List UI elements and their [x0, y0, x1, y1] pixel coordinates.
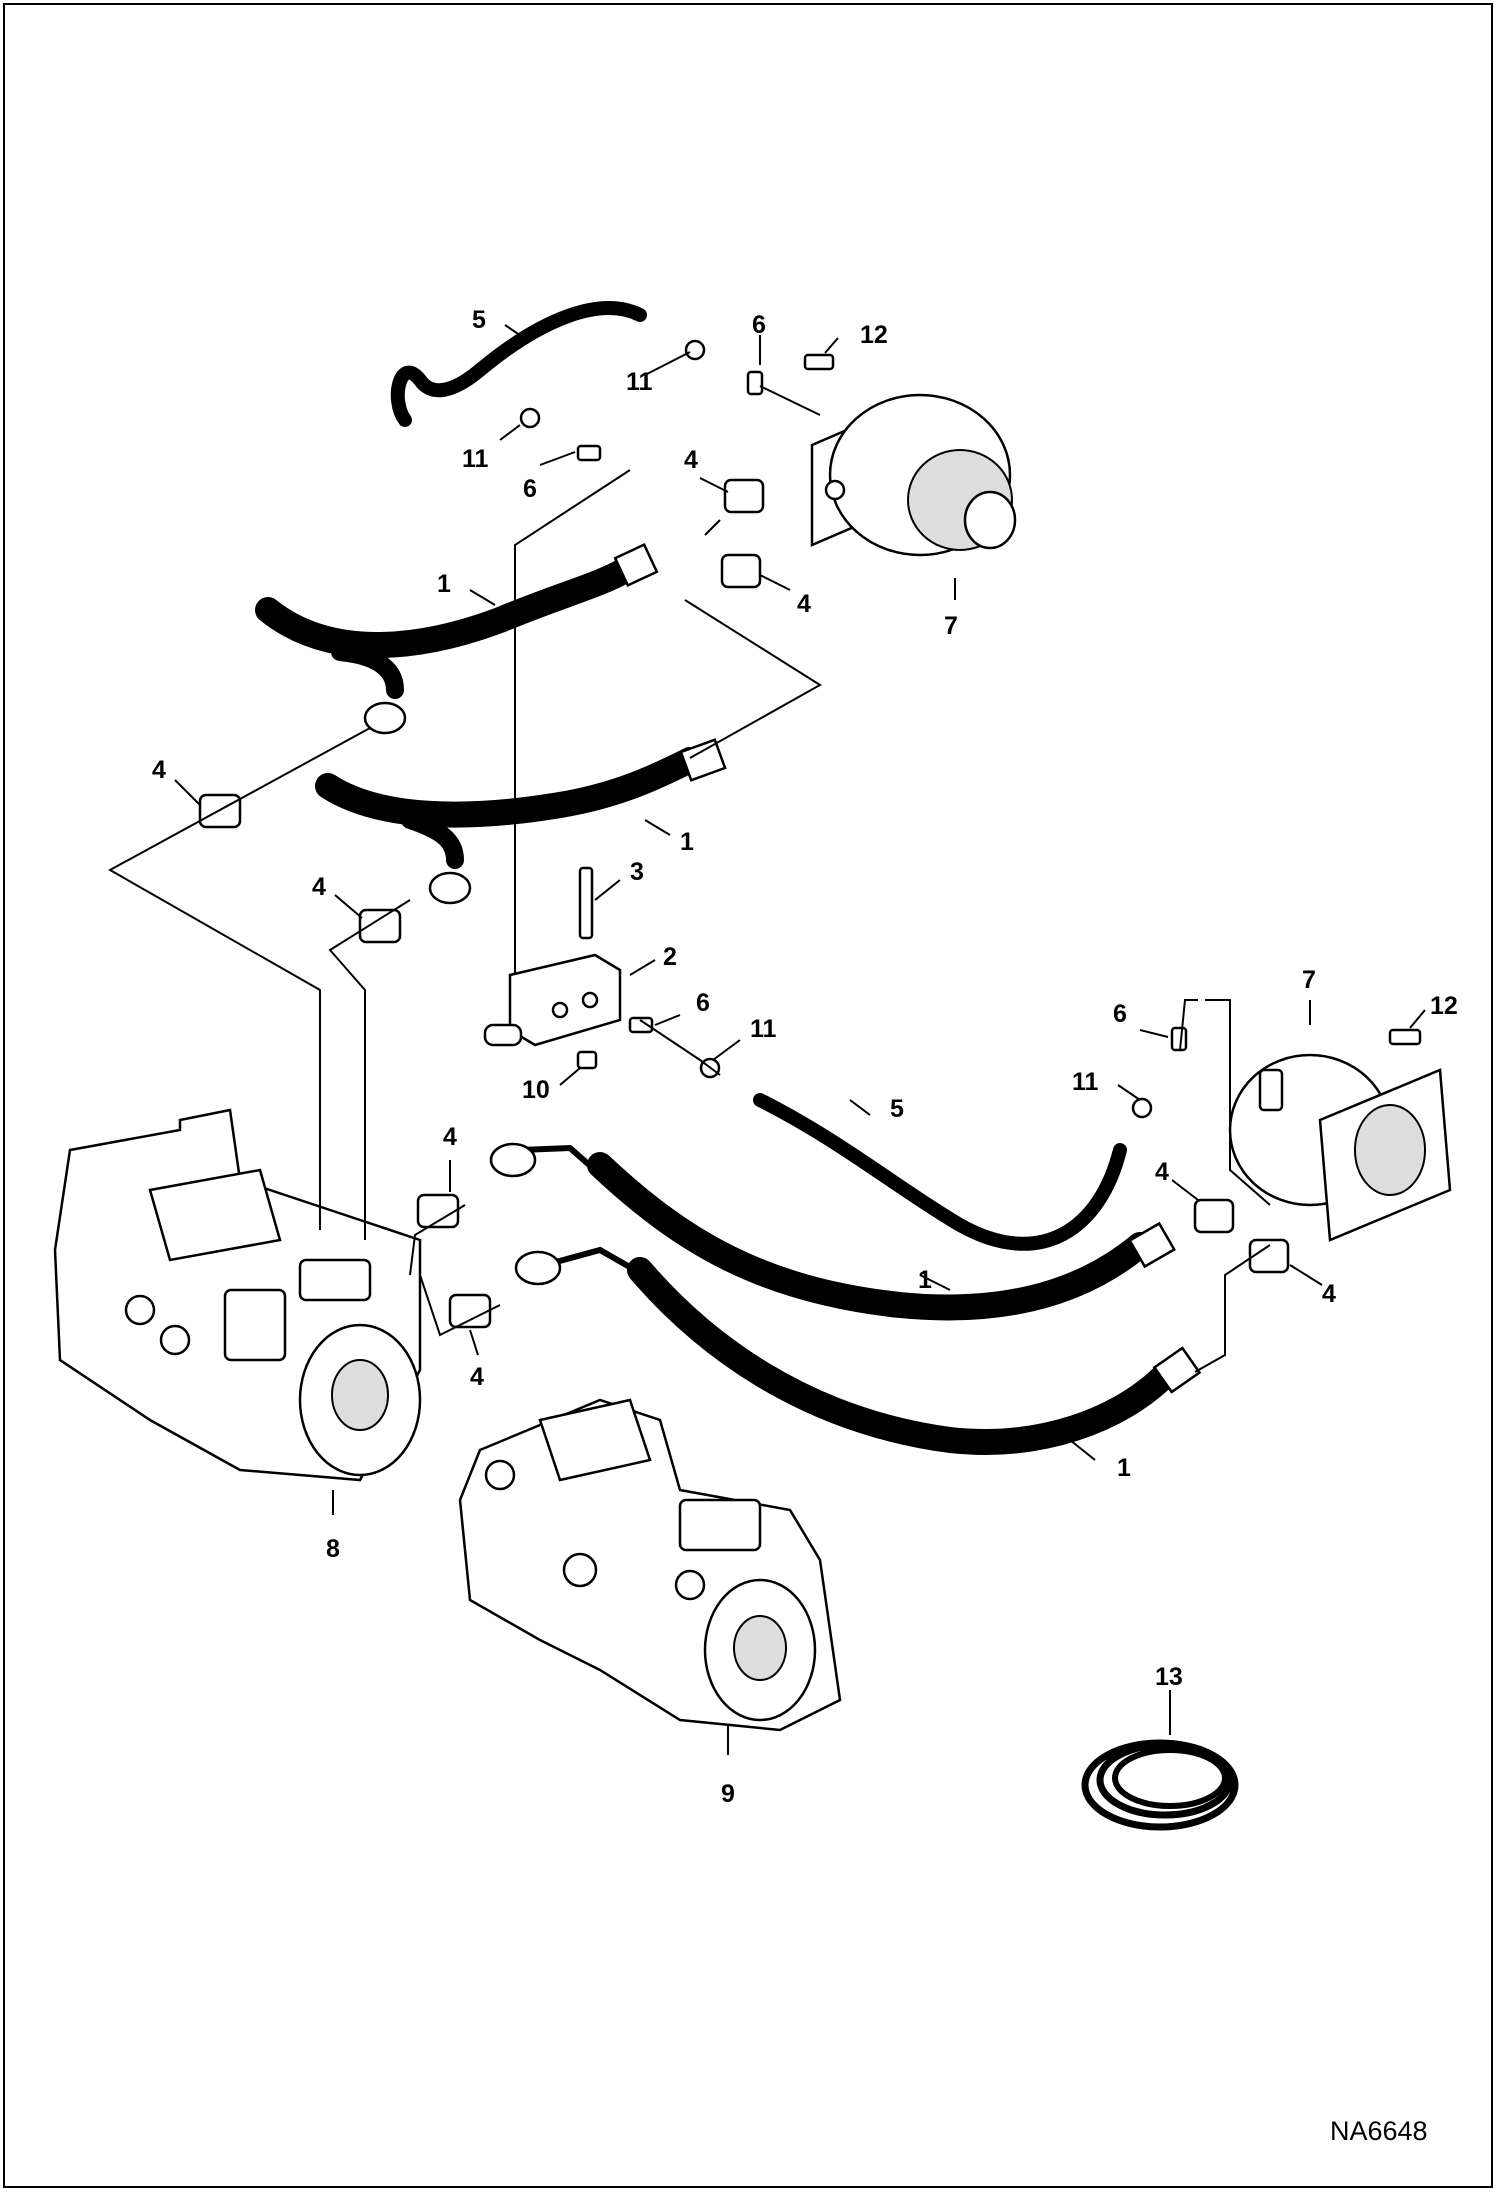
- hose-1-upper-a: [255, 542, 659, 735]
- bolt-12-a: [803, 353, 835, 371]
- callout-4-motor-lower-a: 4: [1155, 1158, 1169, 1186]
- fitting-4-a: [723, 478, 765, 514]
- pump-assembly-8: [53, 1108, 422, 1482]
- clamp-11-d: [1131, 1097, 1153, 1119]
- callout-4-pump-a: 4: [443, 1123, 457, 1151]
- fitting-4-e: [416, 1193, 460, 1229]
- fitting-4-h: [1248, 1238, 1290, 1274]
- callout-1-upper-b: 1: [680, 828, 694, 856]
- callout-labels: 5 6 12 11 11 6 4 4 7 1 4 1 4 3 2 6 11 10…: [152, 306, 1458, 1808]
- callout-8: 8: [326, 1535, 340, 1563]
- callout-4-motor-lower-b: 4: [1322, 1280, 1336, 1308]
- fitting-6-a: [746, 370, 764, 396]
- callout-4-motor-bottom: 4: [797, 590, 811, 618]
- hose-5-upper: [390, 301, 647, 427]
- hose-5-lower: [753, 1093, 1127, 1251]
- fitting-4-f: [448, 1293, 492, 1329]
- clamp-11-b: [519, 407, 541, 429]
- callout-6-upper-right: 6: [752, 311, 766, 339]
- callout-1-upper-a: 1: [437, 570, 451, 598]
- callout-3: 3: [630, 858, 644, 886]
- callout-11-upper-right: 11: [626, 368, 653, 396]
- motor-7-upper: [810, 393, 1017, 557]
- fitting-6-b: [576, 444, 602, 462]
- coiled-tube-13: [1081, 1739, 1239, 1831]
- diagram-frame: [3, 3, 1493, 2188]
- callout-6-upper-left: 6: [523, 475, 537, 503]
- motor-7-lower: [1228, 1053, 1452, 1242]
- callout-10: 10: [522, 1076, 550, 1104]
- callout-leaders: [174, 324, 1426, 1755]
- callout-4-pump-b: 4: [470, 1363, 484, 1391]
- pump-assembly-9: [458, 1398, 842, 1732]
- callout-2: 2: [663, 943, 677, 971]
- callout-6-lower-right: 6: [1113, 1000, 1127, 1028]
- callout-4-left-b: 4: [312, 873, 326, 901]
- manifold-block-2: [483, 953, 622, 1047]
- hose-1-lower-b: [514, 1246, 1202, 1455]
- fitting-4-b: [720, 553, 762, 589]
- callout-12-upper: 12: [860, 321, 888, 349]
- callout-6-manifold: 6: [696, 989, 710, 1017]
- clamp-11-a: [684, 339, 706, 361]
- fitting-4-g: [1193, 1198, 1235, 1234]
- fitting-6-c: [628, 1016, 654, 1034]
- nut-10: [576, 1050, 598, 1070]
- bolt-3: [578, 866, 594, 940]
- callout-7-upper: 7: [944, 612, 958, 640]
- callout-12-lower: 12: [1430, 992, 1458, 1020]
- callout-9: 9: [721, 1780, 735, 1808]
- callout-4-motor-top: 4: [684, 446, 698, 474]
- fitting-6-d: [1170, 1026, 1188, 1052]
- fitting-4-d: [358, 908, 402, 944]
- callout-5-lower: 5: [890, 1095, 904, 1123]
- callout-4-left-a: 4: [152, 756, 166, 784]
- callout-11-lower-right: 11: [1072, 1068, 1099, 1096]
- callout-7-lower: 7: [1302, 966, 1316, 994]
- callout-1-lower-b: 1: [1117, 1454, 1131, 1482]
- callout-11-manifold: 11: [750, 1015, 777, 1043]
- hose-1-lower-a: [489, 1142, 1176, 1321]
- callout-5-upper: 5: [472, 306, 486, 334]
- bolt-12-b: [1388, 1028, 1422, 1046]
- callout-13: 13: [1155, 1663, 1183, 1691]
- routing-lines: [107, 385, 1271, 1373]
- figure-id: NA6648: [1330, 2116, 1428, 2146]
- callout-11-upper-left: 11: [462, 445, 489, 473]
- callout-1-lower-a: 1: [918, 1266, 932, 1294]
- hose-1-upper-b: [315, 738, 727, 905]
